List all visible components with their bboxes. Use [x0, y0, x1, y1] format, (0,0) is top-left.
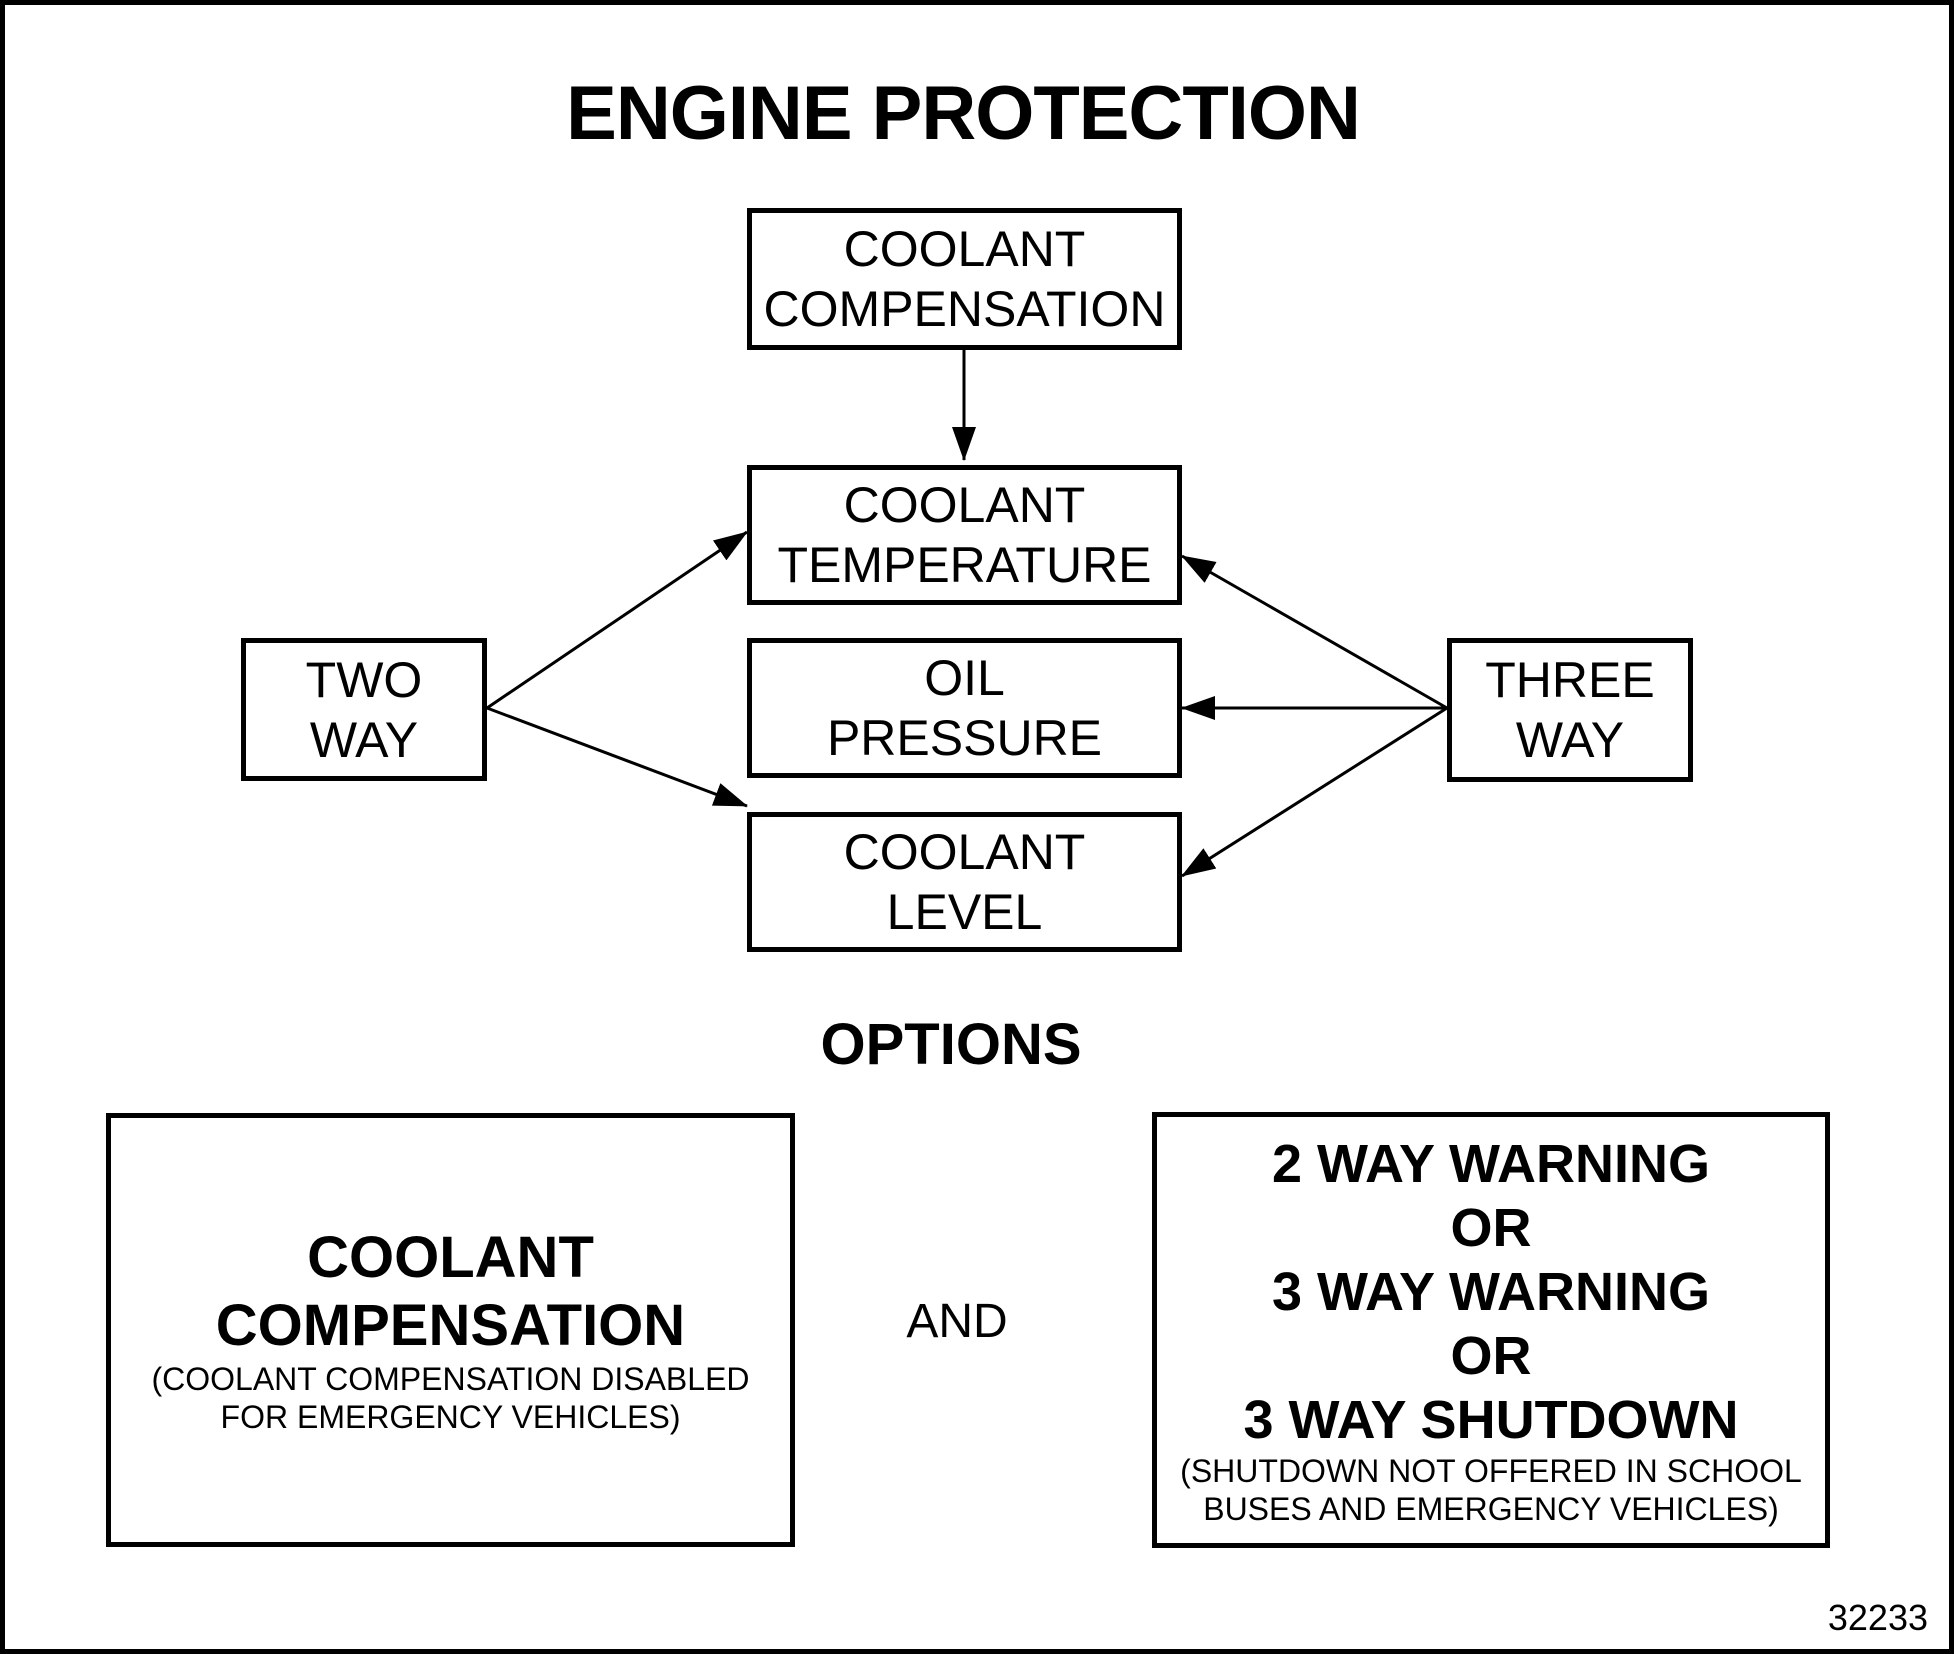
option-note-line: BUSES AND EMERGENCY VEHICLES)	[1203, 1491, 1779, 1527]
option-label-line: 3 WAY WARNING	[1271, 1262, 1711, 1322]
node-label-line: THREE	[1485, 652, 1655, 708]
node-oil-pressure: OIL PRESSURE	[747, 638, 1182, 778]
node-label-line: COOLANT	[843, 824, 1086, 880]
option-note-line: (SHUTDOWN NOT OFFERED IN SCHOOL	[1180, 1453, 1802, 1489]
arrow-three-way-to-coolant-level	[1181, 706, 1448, 878]
node-label-line: LEVEL	[886, 884, 1043, 940]
node-label-line: TWO	[305, 651, 423, 708]
and-connector-label: AND	[906, 1295, 1008, 1348]
node-coolant-compensation: COOLANT COMPENSATION	[747, 208, 1182, 350]
option-label-line: 3 WAY SHUTDOWN	[1243, 1390, 1739, 1450]
figure-number: 32233	[1827, 1597, 1928, 1638]
arrow-three-way-to-coolant-temperature	[1181, 554, 1448, 710]
option-label-line: OR	[1450, 1198, 1532, 1258]
option-box-coolant-compensation: COOLANT COMPENSATION (COOLANT COMPENSATI…	[106, 1113, 795, 1547]
arrow-two-way-to-coolant-level	[486, 706, 748, 808]
node-label-line: COOLANT	[843, 477, 1086, 533]
option-label-line: COMPENSATION	[215, 1293, 686, 1358]
node-label-line: OIL	[924, 650, 1005, 706]
node-two-way: TWO WAY	[241, 638, 487, 781]
node-label-line: PRESSURE	[826, 710, 1103, 766]
option-label-line: 2 WAY WARNING	[1271, 1134, 1711, 1194]
page-title: ENGINE PROTECTION	[566, 71, 1361, 156]
node-coolant-level: COOLANT LEVEL	[747, 812, 1182, 952]
node-label-line: WAY	[309, 711, 419, 768]
options-heading: OPTIONS	[820, 1012, 1082, 1077]
arrow-two-way-to-coolant-temperature	[486, 530, 748, 710]
node-three-way: THREE WAY	[1447, 638, 1693, 782]
option-note-line: FOR EMERGENCY VEHICLES)	[220, 1399, 681, 1435]
option-box-warning-shutdown: 2 WAY WARNING OR 3 WAY WARNING OR 3 WAY …	[1152, 1112, 1830, 1548]
node-coolant-temperature: COOLANT TEMPERATURE	[747, 465, 1182, 605]
option-label-line: OR	[1450, 1326, 1532, 1386]
node-label-line: COOLANT	[843, 221, 1086, 277]
option-label-line: COOLANT	[307, 1225, 594, 1290]
node-label-line: WAY	[1515, 712, 1625, 768]
node-label-line: COMPENSATION	[763, 281, 1166, 337]
option-note-line: (COOLANT COMPENSATION DISABLED	[151, 1361, 750, 1397]
node-label-line: TEMPERATURE	[777, 537, 1152, 593]
